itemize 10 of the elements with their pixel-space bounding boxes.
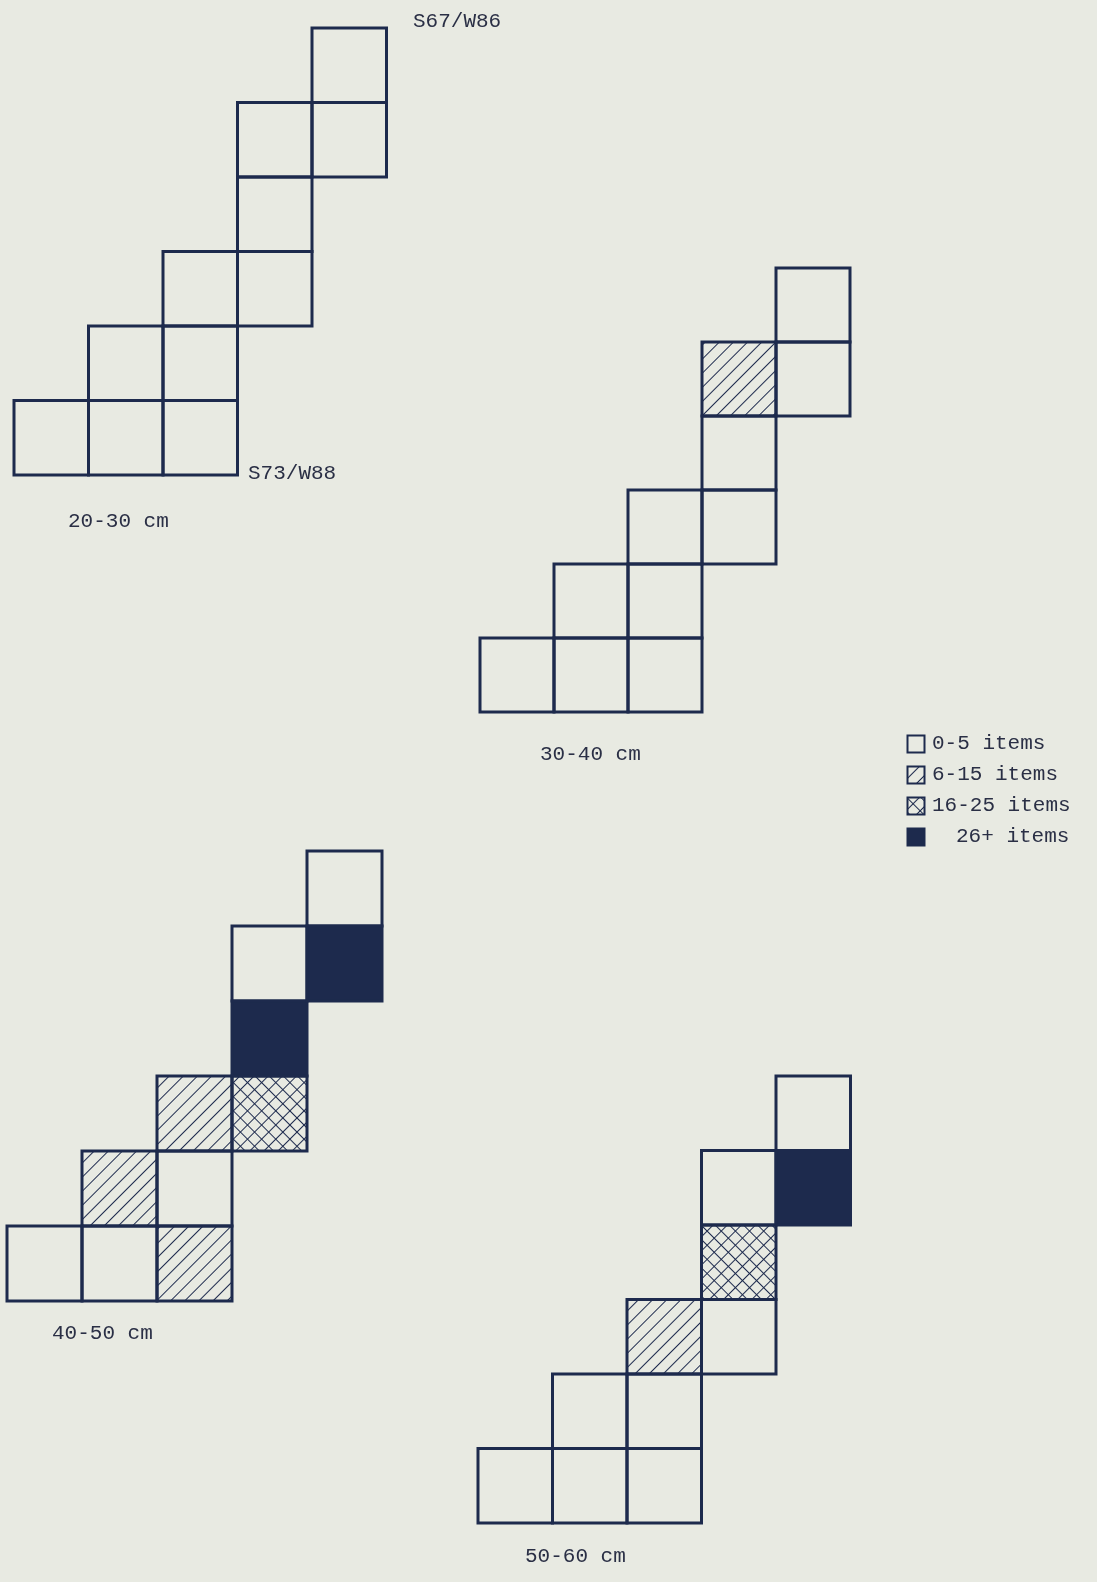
grid-corner-label: S73/W88 xyxy=(248,462,337,485)
grid-corner-label: S67/W86 xyxy=(413,10,502,33)
depth-label: 50-60 cm xyxy=(525,1545,626,1568)
depth-label: 40-50 cm xyxy=(52,1322,153,1345)
legend-text: 16-25 items xyxy=(932,794,1071,817)
depth-label: 30-40 cm xyxy=(540,743,641,766)
legend-text: 26+ items xyxy=(956,825,1070,848)
legend-text: 6-15 items xyxy=(932,763,1059,786)
depth-label: 20-30 cm xyxy=(68,510,169,533)
legend-text: 0-5 items xyxy=(932,732,1046,755)
